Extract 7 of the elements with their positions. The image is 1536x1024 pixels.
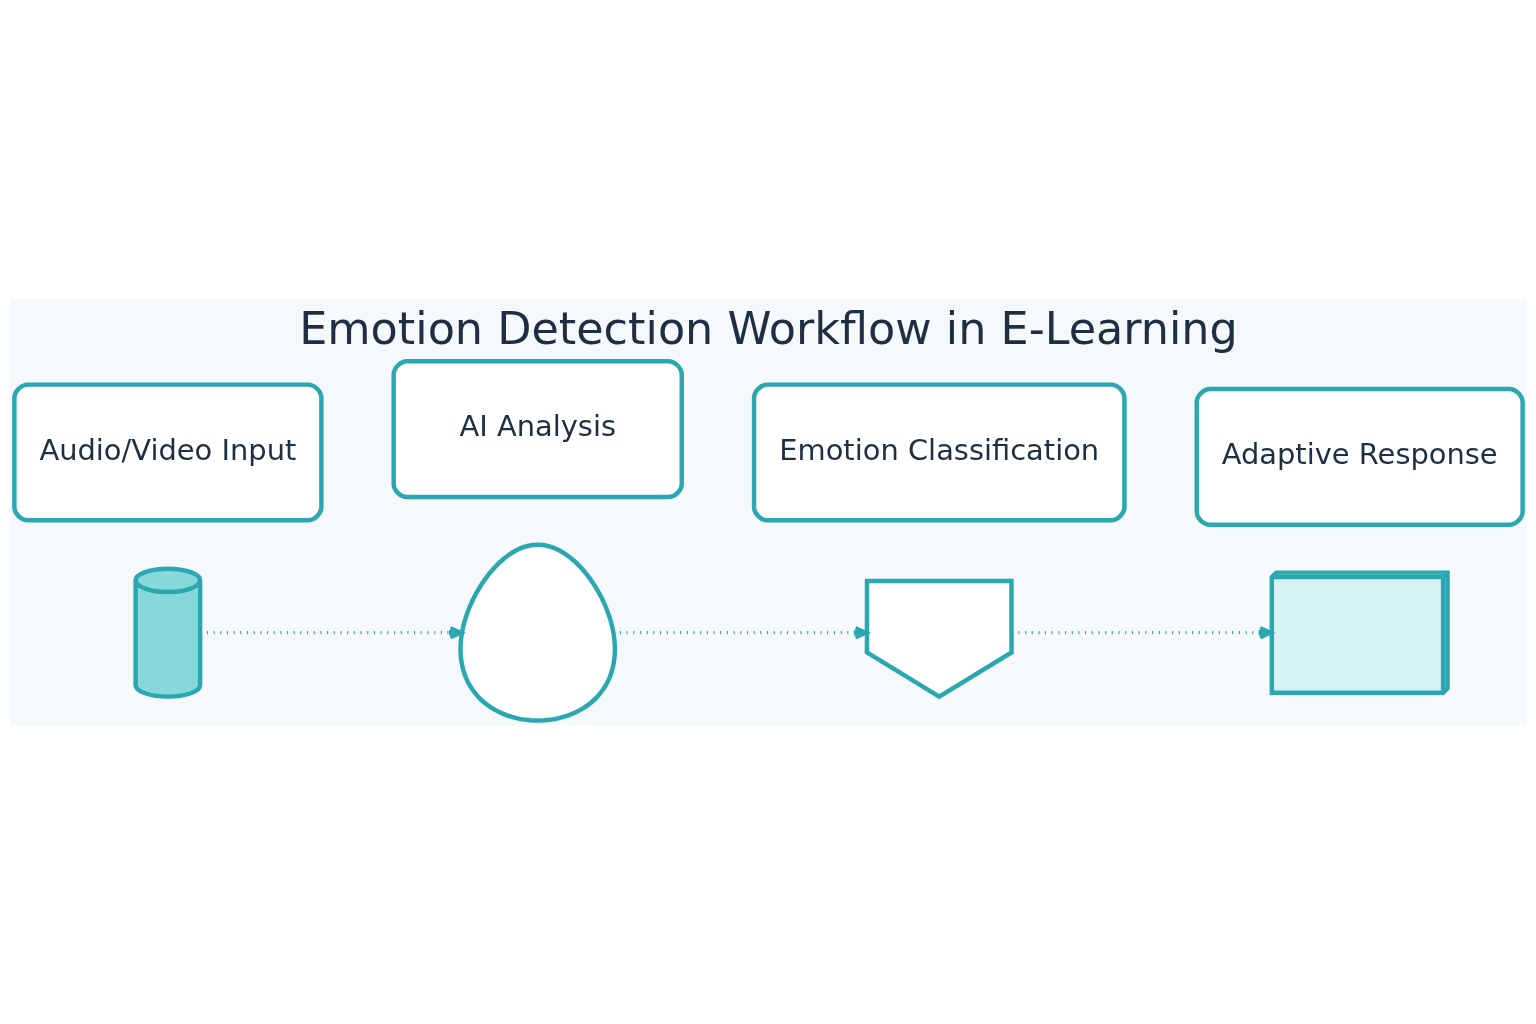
node-box: Emotion Classification bbox=[751, 382, 1127, 523]
node-head bbox=[457, 542, 617, 723]
node-box: Audio/Video Input bbox=[11, 382, 324, 523]
node-box: Adaptive Response bbox=[1194, 386, 1525, 527]
diagram-title: Emotion Detection Workflow in E-Learning bbox=[298, 302, 1238, 354]
node-chart bbox=[864, 578, 1014, 700]
node-box: AI Analysis bbox=[390, 359, 684, 500]
